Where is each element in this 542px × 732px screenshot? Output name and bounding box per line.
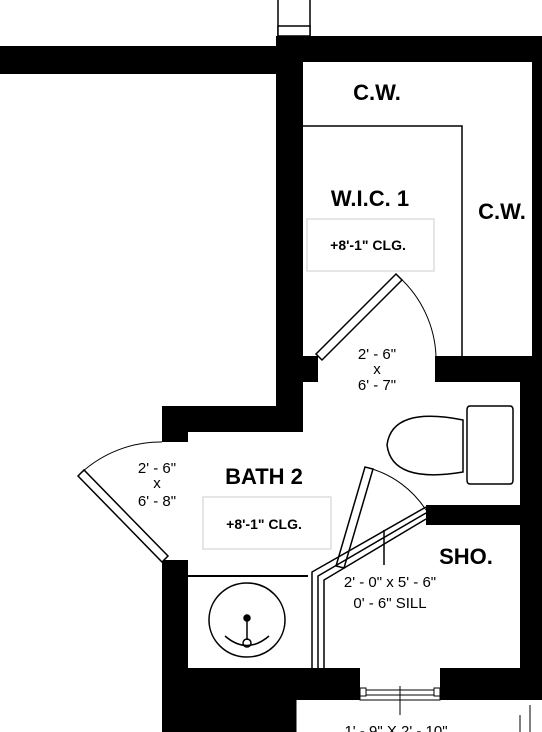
bath-door-width: 2' - 6" bbox=[138, 460, 176, 477]
wic-bottom-right-stub bbox=[435, 356, 542, 382]
wic-door bbox=[314, 272, 437, 362]
wic-ceiling-box bbox=[306, 218, 435, 272]
bottom-strip bbox=[296, 700, 542, 732]
shower-top-wall bbox=[426, 505, 542, 525]
bath-door-height: 6' - 8" bbox=[138, 493, 176, 510]
toilet-icon bbox=[386, 405, 514, 485]
wic-door-width: 2' - 6" bbox=[358, 346, 396, 363]
closet-right-label: C.W. bbox=[478, 199, 526, 224]
wic-ceiling-label: +8'-1" CLG. bbox=[330, 237, 406, 253]
bath-ceiling-label: +8'-1" CLG. bbox=[226, 516, 302, 532]
window-sill: 0' - 6" SILL bbox=[353, 595, 426, 612]
bath-label: BATH 2 bbox=[225, 464, 303, 489]
right-wall-upper bbox=[532, 36, 542, 436]
closet-top-label: C.W. bbox=[353, 80, 401, 105]
wic-bottom-left-stub bbox=[276, 356, 318, 382]
right-wall-shower bbox=[520, 382, 542, 700]
closet-shelves bbox=[303, 125, 463, 356]
walls bbox=[0, 36, 542, 732]
sink-icon bbox=[208, 582, 286, 658]
wic-door-x: x bbox=[373, 361, 381, 378]
wic-door-height: 6' - 7" bbox=[358, 377, 396, 394]
bath-ceiling-box bbox=[202, 496, 332, 550]
wic-label: W.I.C. 1 bbox=[331, 186, 409, 211]
window-size: 2' - 0" x 5' - 6" bbox=[344, 574, 436, 591]
shower-label: SHO. bbox=[439, 544, 493, 569]
shower-door bbox=[335, 466, 427, 569]
top-wall bbox=[276, 36, 542, 62]
top-left-wall bbox=[0, 46, 276, 74]
bath-door bbox=[76, 441, 170, 564]
top-opening bbox=[277, 0, 311, 37]
bath-door-x: x bbox=[153, 475, 161, 492]
bath-door-stub-top bbox=[162, 406, 188, 442]
bottom-window bbox=[295, 686, 531, 732]
bottom-window-size: 1' - 9" X 2' - 10" bbox=[344, 723, 447, 732]
shower-partition bbox=[311, 506, 427, 668]
